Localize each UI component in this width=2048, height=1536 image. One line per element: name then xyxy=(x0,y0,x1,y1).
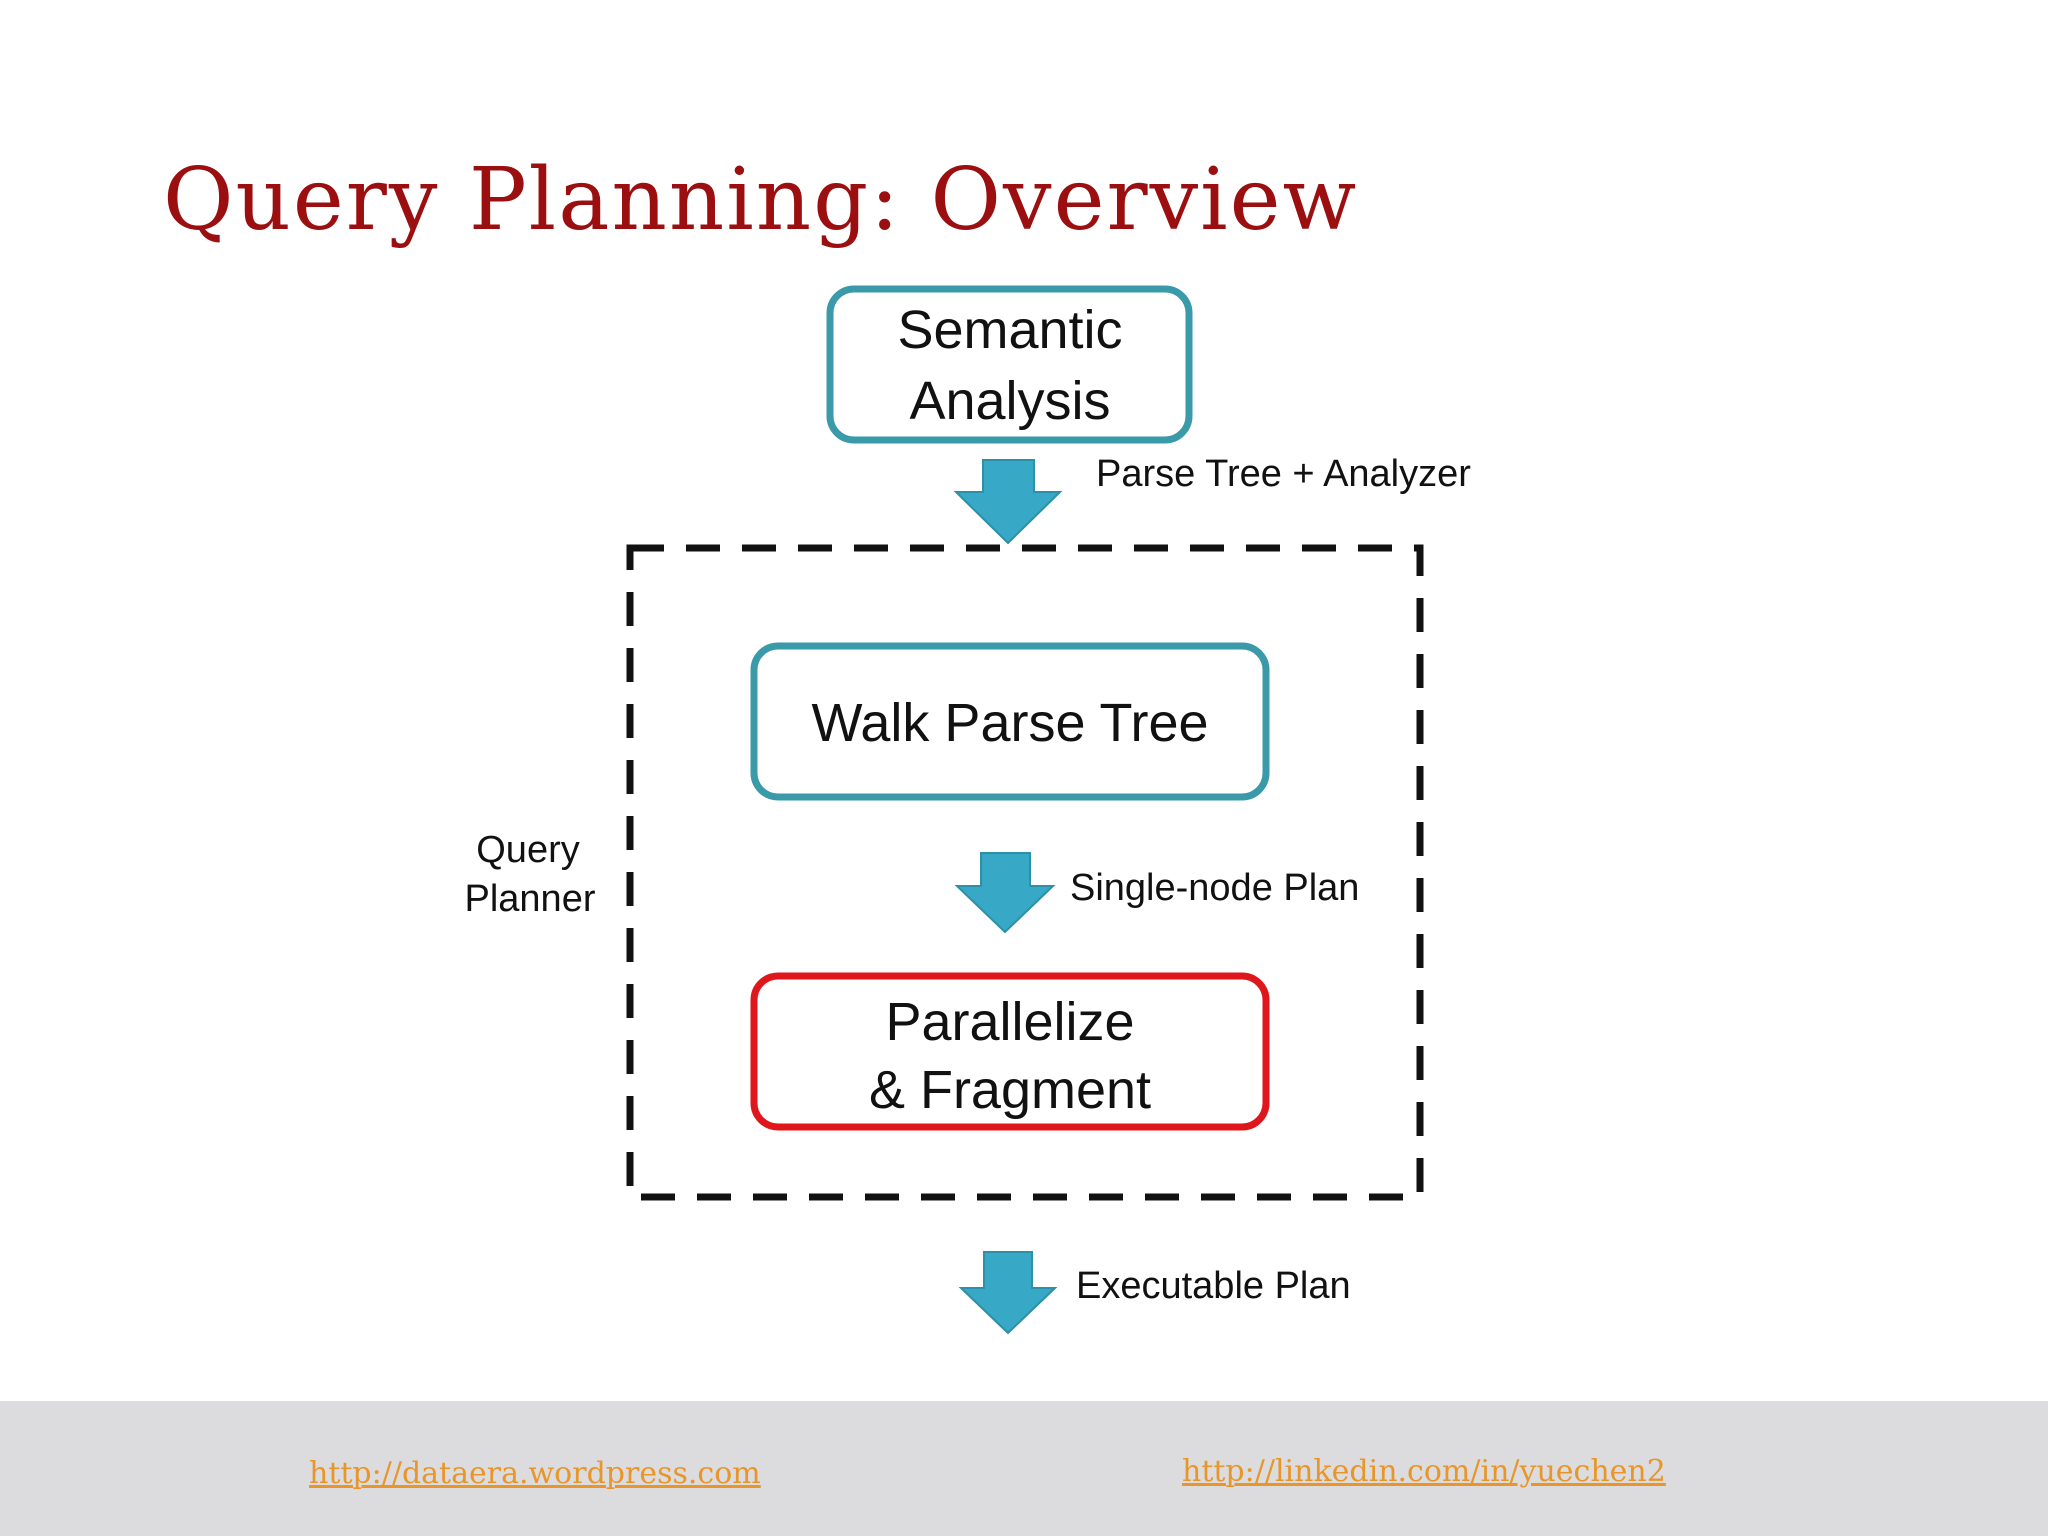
query-planning-diagram: Semantic Analysis Parse Tree + Analyzer … xyxy=(465,285,1471,1335)
node-walk-parse-tree-label: Walk Parse Tree xyxy=(811,693,1208,753)
slide-title: Query Planning: Overview xyxy=(163,150,1359,250)
edge-label-executable-plan: Executable Plan xyxy=(1076,1265,1351,1307)
node-semantic-analysis-line-1: Semantic xyxy=(897,300,1122,360)
node-walk-parse-tree: Walk Parse Tree xyxy=(750,642,1270,801)
node-semantic-analysis-line-2: Analysis xyxy=(909,371,1110,431)
group-label-line-2: Planner xyxy=(465,878,596,920)
group-label-line-1: Query xyxy=(476,829,579,871)
down-arrow-icon xyxy=(958,1251,1058,1335)
node-parallelize-fragment-box xyxy=(750,972,1270,1131)
edge-label-single-node-plan: Single-node Plan xyxy=(1070,867,1359,909)
footer-link-linkedin[interactable]: http://linkedin.com/in/yuechen2 xyxy=(1182,1454,1666,1489)
query-planner-group-boundary xyxy=(626,544,1424,1201)
slide-footer: http://dataera.wordpress.com http://link… xyxy=(0,1401,2048,1536)
footer-link-blog[interactable]: http://dataera.wordpress.com xyxy=(309,1456,761,1491)
node-parallelize-fragment-line-1: Parallelize xyxy=(885,992,1134,1052)
down-arrow-icon xyxy=(953,459,1063,545)
node-parallelize-fragment: Parallelize & Fragment xyxy=(750,972,1270,1131)
down-arrow-icon xyxy=(954,852,1056,934)
node-semantic-analysis: Semantic Analysis xyxy=(826,285,1193,444)
node-semantic-analysis-box xyxy=(826,285,1193,444)
edge-label-parse-tree-analyzer: Parse Tree + Analyzer xyxy=(1096,453,1471,495)
node-walk-parse-tree-box xyxy=(750,642,1270,801)
node-parallelize-fragment-line-2: & Fragment xyxy=(869,1060,1151,1120)
